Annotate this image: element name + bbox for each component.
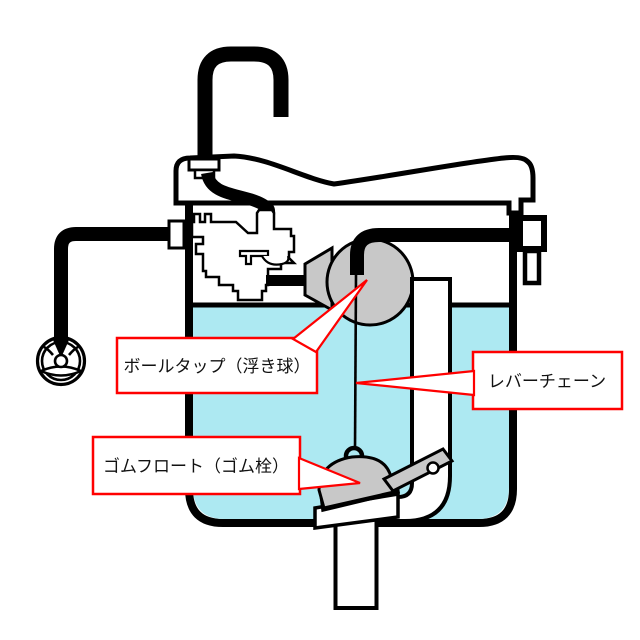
flapper-hinge-arm [381, 447, 455, 493]
drain-pipe [333, 515, 379, 610]
wheel-rim-inner [40, 340, 82, 382]
wheel-hub [53, 353, 69, 369]
tank-lid [173, 153, 536, 216]
hinge-arm [381, 447, 455, 493]
pipe-taper [53, 340, 69, 358]
callout-box [115, 336, 319, 395]
water-supply-pipe [54, 227, 188, 344]
faucet-spout [197, 46, 289, 170]
callout-label-ball-tap: ボールタップ（浮き球） [124, 357, 311, 376]
hinge-pivot-hole [426, 461, 440, 475]
ballcock-inner-curve [261, 255, 290, 266]
callout-label-lever-chain: レバーチェーン [488, 372, 606, 391]
callout-ball-tap: ボールタップ（浮き球） [115, 279, 368, 395]
water-supply-assembly [35, 227, 188, 387]
flush-lever-rod [350, 228, 516, 275]
wheel-spoke-left [43, 345, 54, 356]
wheel-spoke-right [68, 345, 79, 356]
wheel-spoke-bottom [37, 365, 85, 377]
ballcock-valve-body [190, 208, 298, 302]
flush-handle-mount [517, 215, 547, 252]
callout-tail [355, 369, 476, 397]
lever-chain-line [353, 274, 358, 451]
flush-handle [522, 248, 542, 286]
callout-tail [291, 279, 368, 354]
shutoff-valve-wheel [35, 335, 87, 387]
supply-fitting [167, 219, 186, 250]
wheel-rim-outer [35, 335, 87, 387]
faucet-base-flange [187, 157, 221, 172]
callout-lever-chain: レバーチェーン [355, 350, 624, 411]
callout-box [471, 350, 624, 411]
callout-label-rubber-float: ゴムフロート（ゴム栓） [103, 456, 289, 476]
callout-tail [297, 456, 361, 491]
callout-box [91, 435, 302, 496]
ballcock-inner-lever [238, 249, 270, 266]
callout-rubber-float: ゴムフロート（ゴム栓） [91, 435, 361, 496]
